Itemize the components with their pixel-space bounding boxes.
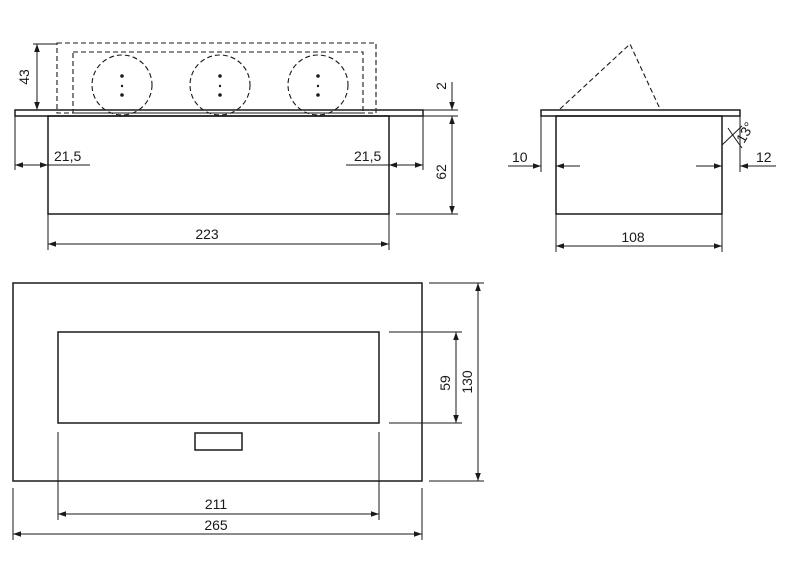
- side-body: [555, 115, 723, 215]
- socket-3-icon: [287, 54, 349, 116]
- dim-front-body-height: 62: [433, 164, 449, 180]
- dim-side-left-offset: 10: [512, 149, 528, 165]
- dim-top-outer-height: 130: [459, 370, 475, 394]
- dim-side-angle: 13°: [733, 119, 757, 145]
- dim-flange-thickness: 2: [433, 82, 449, 90]
- dim-right-offset: 21,5: [354, 148, 381, 164]
- dim-side-right-offset: 12: [756, 149, 772, 165]
- socket-1-icon: [91, 54, 153, 116]
- socket-2-icon: [189, 54, 251, 116]
- top-lid-handle: [194, 432, 243, 451]
- side-lid-hidden: [559, 43, 661, 110]
- dim-side-body-width: 108: [621, 229, 645, 245]
- dim-front-body-width: 223: [195, 226, 219, 242]
- dim-left-offset: 21,5: [54, 148, 81, 164]
- dim-top-opening-height: 59: [437, 375, 453, 391]
- front-view: 43 2 62 21,5 21,5 223: [14, 42, 458, 250]
- front-insert-outline: [56, 42, 377, 114]
- side-flange: [540, 109, 741, 117]
- dim-front-insert-height: 43: [16, 69, 32, 85]
- top-outer-frame: [12, 282, 423, 482]
- front-body: [47, 115, 390, 215]
- top-lid-opening: [57, 331, 380, 424]
- top-view: 59 130 211 265: [12, 282, 484, 540]
- dim-top-outer-width: 265: [204, 517, 228, 533]
- dim-top-opening-width: 211: [205, 496, 228, 512]
- front-insert-inner: [72, 51, 364, 114]
- side-view: 10 12 13° 108: [508, 43, 776, 252]
